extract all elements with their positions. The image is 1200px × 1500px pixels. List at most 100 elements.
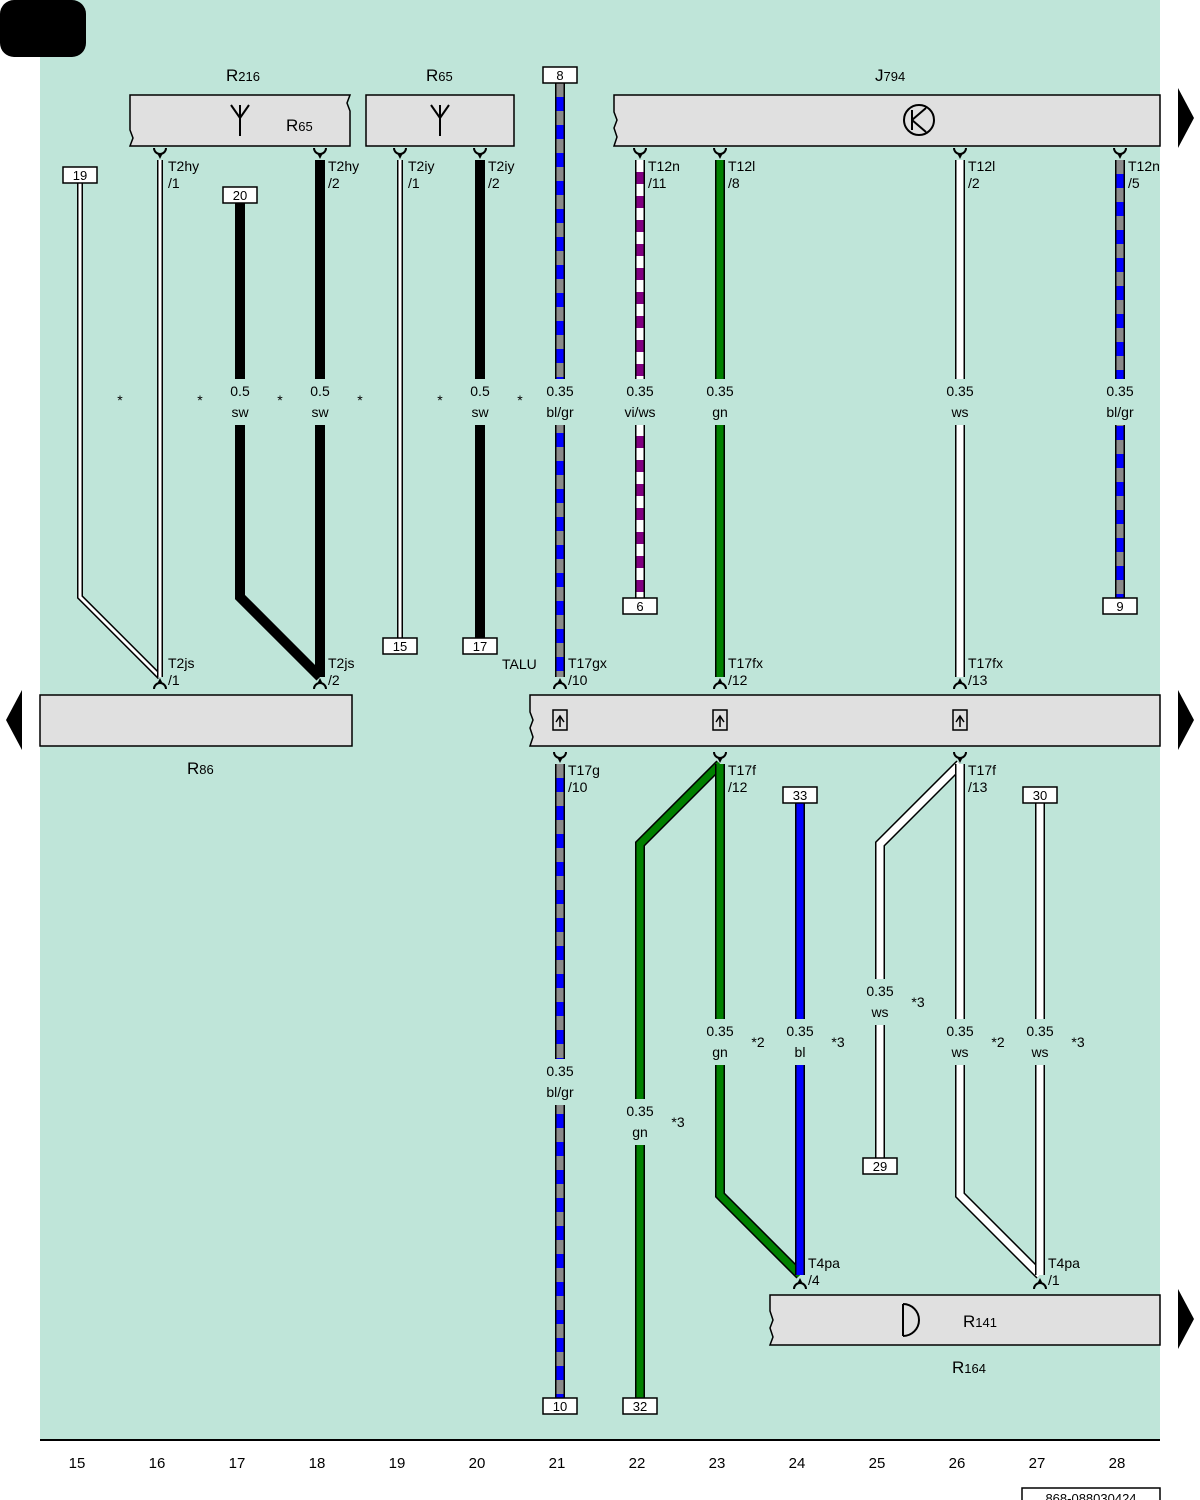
connector-pin-number: /10 — [568, 672, 588, 688]
wire-size-label: 0.35 — [706, 1023, 733, 1039]
connector-pin: T12l/8 — [713, 147, 755, 191]
connector-pin-number: /5 — [1128, 175, 1140, 191]
ref-box[interactable]: 10 — [542, 1397, 578, 1415]
wire-footnote: *3 — [831, 1034, 844, 1050]
ref-box[interactable]: 19 — [62, 166, 98, 184]
connector-id: T2hy — [168, 158, 199, 174]
grid-number: 28 — [1109, 1455, 1126, 1472]
wire-label-gap — [938, 379, 982, 425]
wire-size-label: 0.35 — [546, 383, 573, 399]
component-r65: R65 — [365, 66, 515, 147]
wire-color-label: bl — [795, 1044, 806, 1060]
svg-text:30: 30 — [1033, 788, 1047, 803]
connector-pin-number: /2 — [328, 175, 340, 191]
wire-color-label: gn — [632, 1124, 648, 1140]
wire-t17f13-t4pa1 — [955, 764, 1044, 1279]
wire-label-gap — [698, 379, 742, 425]
r65-label: R — [426, 66, 438, 85]
ref-box[interactable]: 17 — [462, 637, 498, 655]
wire-footnote: *3 — [1071, 1034, 1084, 1050]
connector-pin-number: /4 — [808, 1272, 820, 1288]
ref-box[interactable]: 29 — [862, 1157, 898, 1175]
connector-pin-number: /10 — [568, 779, 588, 795]
svg-text:33: 33 — [793, 788, 807, 803]
connector-pin: T2js/1 — [153, 655, 194, 690]
coupling-icon — [952, 709, 968, 731]
wire-size-label: 0.35 — [866, 983, 893, 999]
connector-id: T12l — [968, 158, 995, 174]
component-r86: R86 — [39, 694, 353, 778]
wire-label-gap — [298, 379, 342, 425]
wire-footnote: *2 — [991, 1034, 1004, 1050]
wire-label-gap — [618, 1099, 662, 1145]
connector-pin: T2iy/2 — [473, 147, 514, 191]
wire-size-label: 0.35 — [626, 1103, 653, 1119]
svg-text:6: 6 — [636, 599, 643, 614]
ref-box[interactable]: 20 — [222, 186, 258, 204]
svg-text:8: 8 — [556, 68, 563, 83]
wire-label-gap — [458, 379, 502, 425]
talu-label: TALU — [502, 656, 537, 672]
connector-id: T17fx — [728, 655, 763, 671]
connector-pin: T2hy/2 — [313, 147, 359, 191]
ref-box[interactable]: 15 — [382, 637, 418, 655]
asterisk-note: * — [117, 392, 123, 408]
wire-20-t2js2 — [235, 203, 324, 681]
next-page-arrow-top[interactable] — [1178, 88, 1194, 148]
grid-number: 25 — [869, 1455, 886, 1472]
grid-number: 15 — [69, 1455, 86, 1472]
wire-size-label: 0.35 — [626, 383, 653, 399]
r216-inner-label: R — [286, 116, 298, 135]
component-r216: R65 R216 — [128, 66, 352, 147]
connector-id: T2iy — [408, 158, 434, 174]
wire-label-gap — [538, 1059, 582, 1105]
wire-footnote: *3 — [911, 994, 924, 1010]
svg-text:R65: R65 — [426, 66, 453, 85]
connector-pin: T2iy/1 — [393, 147, 434, 191]
connector-pin: T12n/5 — [1113, 147, 1160, 191]
asterisk-note: * — [197, 392, 203, 408]
connector-pin-number: /1 — [168, 175, 180, 191]
next-page-arrow-bottom[interactable] — [1178, 1289, 1194, 1349]
asterisk-note: * — [357, 392, 363, 408]
wire-label-gap — [538, 379, 582, 425]
wire-19-t2js1 — [77, 183, 163, 680]
grid-number: 20 — [469, 1455, 486, 1472]
svg-text:R65: R65 — [286, 116, 313, 135]
ref-box[interactable]: 6 — [622, 597, 658, 615]
connector-id: T4pa — [1048, 1255, 1080, 1271]
ref-box[interactable]: 30 — [1022, 786, 1058, 804]
r164-label: R — [952, 1358, 964, 1377]
ref-box[interactable]: 8 — [542, 66, 578, 84]
wire-color-label: gn — [712, 404, 728, 420]
grid-number: 27 — [1029, 1455, 1046, 1472]
connector-pin: T17f/13 — [953, 751, 996, 795]
next-page-arrow-middle[interactable] — [1178, 690, 1194, 750]
connector-id: T12n — [1128, 158, 1160, 174]
connector-id: T2hy — [328, 158, 359, 174]
wire-size-label: 0.35 — [786, 1023, 813, 1039]
connector-pin-number: /1 — [408, 175, 420, 191]
ref-box[interactable]: 32 — [622, 1397, 658, 1415]
connectors-layer: T2hy/1T2hy/2T2iy/1T2iy/2T12n/11T12l/8T12… — [153, 147, 1160, 1290]
wire-color-label: sw — [311, 404, 329, 420]
connector-id: T2iy — [488, 158, 514, 174]
ref-box[interactable]: 33 — [782, 786, 818, 804]
wire-label-gap — [778, 1019, 822, 1065]
coupling-icon — [712, 709, 728, 731]
grid-number: 26 — [949, 1455, 966, 1472]
r164-inner-label: R — [963, 1312, 975, 1331]
wire-color-label: ws — [870, 1004, 888, 1020]
wire-color-label: bl/gr — [546, 404, 574, 420]
svg-text:R86: R86 — [187, 759, 214, 778]
wire-t17f12-32 — [635, 760, 724, 1398]
connector-pin: T17g/10 — [553, 751, 600, 795]
component-talu: TALU — [502, 656, 1161, 747]
wire-size-label: 0.35 — [1106, 383, 1133, 399]
connector-id: T17gx — [568, 655, 607, 671]
grid-number: 22 — [629, 1455, 646, 1472]
prev-page-arrow[interactable] — [6, 690, 22, 750]
grid-number: 23 — [709, 1455, 726, 1472]
ref-box[interactable]: 9 — [1102, 597, 1138, 615]
wire-t17f13-29 — [875, 760, 964, 1158]
